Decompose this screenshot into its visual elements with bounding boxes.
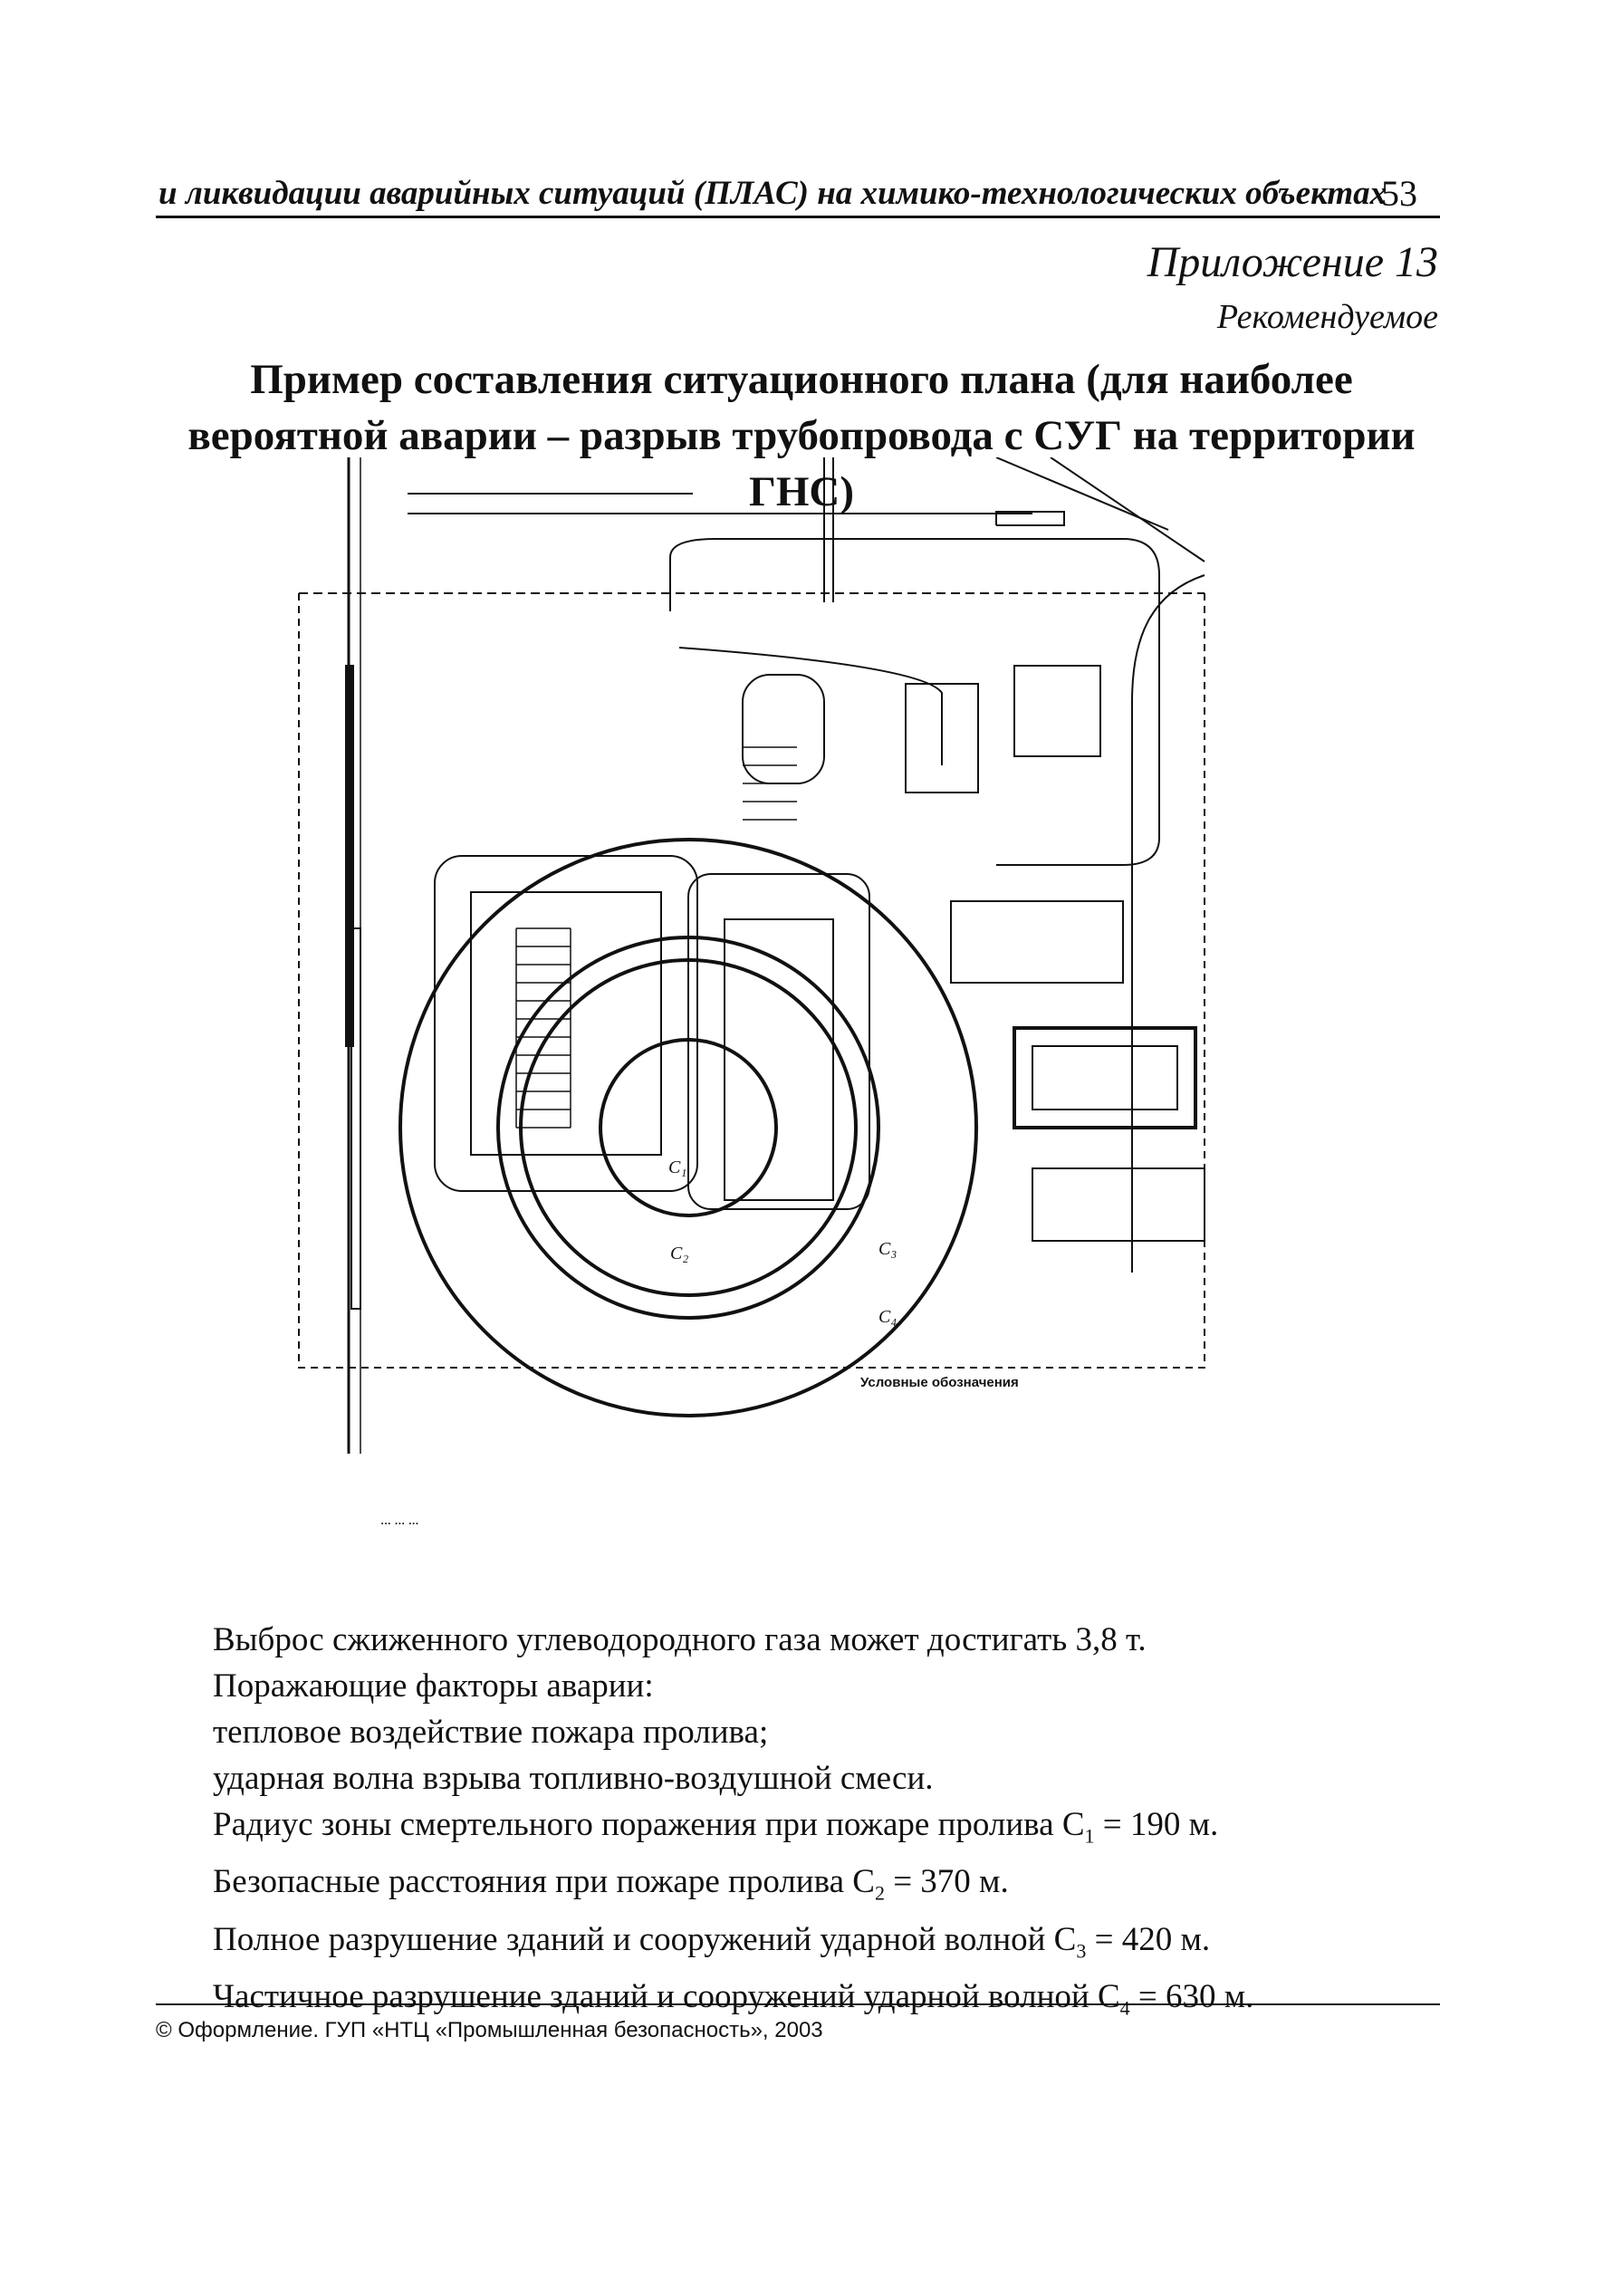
body-line: Полное разрушение зданий и сооружений уд… <box>213 1920 1211 1963</box>
document-title: Пример составления ситуационного плана (… <box>187 356 1416 515</box>
appendix-status: Рекомендуемое <box>1216 298 1438 336</box>
body-line: тепловое воздействие пожара пролива; <box>213 1714 769 1751</box>
zone-c1-circle <box>599 1038 778 1217</box>
legend-title: Условные обозначения <box>860 1375 1019 1390</box>
svg-text:C₂: C₂ <box>670 1244 688 1263</box>
running-title: и ликвидации аварийных ситуаций (ПЛАС) н… <box>158 175 1387 212</box>
body-line: Частичное разрушение зданий и сооружений… <box>213 1978 1254 2020</box>
body-line: Радиус зоны смертельного поражения при п… <box>213 1806 1219 1848</box>
page-number: 53 <box>1381 173 1417 214</box>
zone-c3-circle <box>496 936 880 1320</box>
svg-text:C₃: C₃ <box>878 1239 897 1259</box>
svg-text:… … …: … … … <box>380 1514 419 1527</box>
situational-plan: C₁ C₂ C₃ C₄ … … … <box>298 457 1205 1527</box>
zone-c2-circle <box>519 958 858 1297</box>
svg-text:C₄: C₄ <box>878 1307 897 1327</box>
header-rule <box>156 216 1440 218</box>
body-line: ударная волна взрыва топливно-воздушной … <box>213 1760 934 1797</box>
body-line: Безопасные расстояния при пожаре пролива… <box>213 1863 1009 1905</box>
footer-copyright: © Оформление. ГУП «НТЦ «Промышленная без… <box>156 2018 823 2042</box>
body-text: Выброс сжиженного углеводородного газа м… <box>213 1617 1253 2032</box>
zone-c4-circle <box>398 838 978 1417</box>
svg-text:C₁: C₁ <box>668 1158 686 1177</box>
body-line: Выброс сжиженного углеводородного газа м… <box>213 1621 1147 1658</box>
appendix-label: Приложение 13 <box>1147 238 1438 286</box>
footer-rule <box>156 2003 1440 2005</box>
body-line: Поражающие факторы аварии: <box>213 1667 654 1705</box>
